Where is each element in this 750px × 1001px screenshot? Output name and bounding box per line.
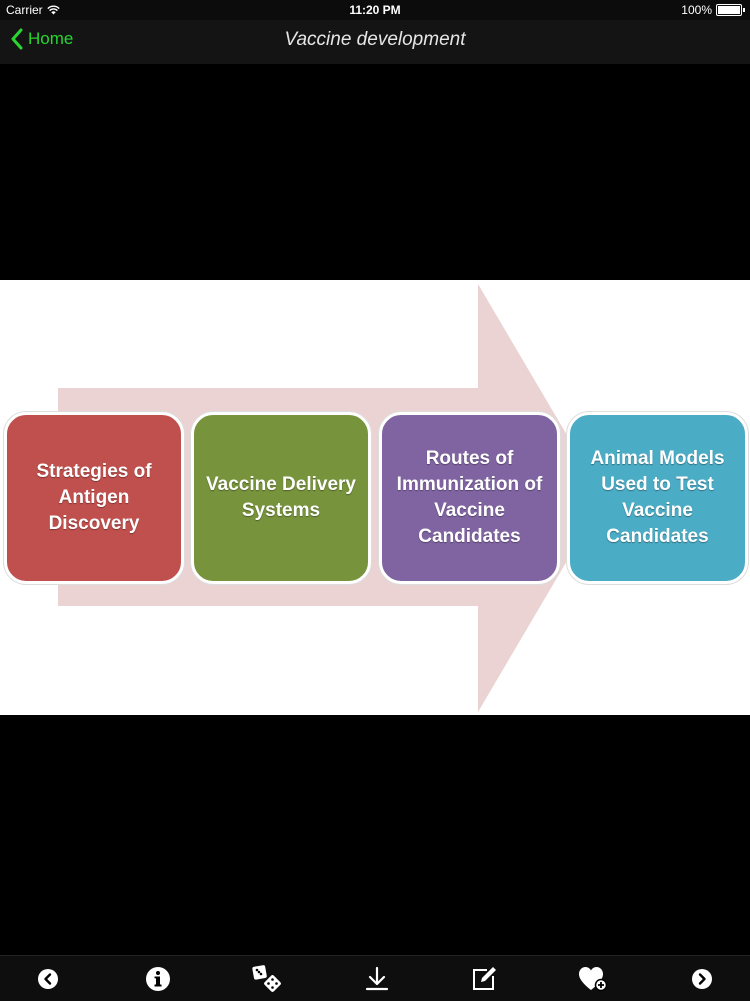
random-button[interactable]: [252, 964, 282, 994]
status-time: 11:20 PM: [349, 3, 401, 17]
carrier-indicator: Carrier: [6, 3, 60, 17]
next-button[interactable]: [687, 964, 717, 994]
home-back-label: Home: [28, 29, 74, 48]
dice-icon: [252, 965, 281, 992]
step-delivery-systems: Vaccine Delivery Systems: [191, 412, 371, 584]
favorite-icon: [579, 967, 608, 992]
carrier-label: Carrier: [6, 3, 43, 17]
favorite-button[interactable]: [578, 964, 608, 994]
battery-icon: [716, 4, 745, 16]
info-button[interactable]: [143, 964, 173, 994]
step-antigen-discovery: Strategies of Antigen Discovery: [4, 412, 184, 584]
previous-icon: [38, 969, 58, 989]
bottom-toolbar: [0, 955, 750, 1001]
step-routes-of-immunization: Routes of Immunization of Vaccine Candid…: [379, 412, 560, 584]
navigation-bar: Home Vaccine development: [0, 20, 750, 64]
previous-button[interactable]: [33, 964, 63, 994]
battery-indicator: 100%: [681, 3, 745, 17]
step-animal-models: Animal Models Used to Test Vaccine Candi…: [567, 412, 748, 584]
next-icon: [692, 969, 712, 989]
wifi-icon: [46, 5, 60, 15]
chevron-left-icon: [11, 28, 23, 50]
step-label: Animal Models Used to Test Vaccine Candi…: [590, 448, 725, 547]
step-label: Vaccine Delivery Systems: [206, 474, 356, 521]
info-icon: [146, 967, 170, 991]
battery-percent: 100%: [681, 3, 712, 17]
status-bar: Carrier 11:20 PM 100%: [0, 0, 750, 20]
step-label: Strategies of Antigen Discovery: [36, 461, 152, 534]
page-title: Vaccine development: [284, 29, 466, 50]
home-back-button[interactable]: Home: [10, 28, 73, 50]
edit-icon: [473, 967, 496, 990]
download-button[interactable]: [362, 964, 392, 994]
vaccine-development-diagram: Strategies of Antigen Discovery Vaccine …: [0, 280, 750, 715]
step-label: Routes of Immunization of Vaccine Candid…: [396, 448, 543, 547]
edit-button[interactable]: [469, 964, 499, 994]
download-icon: [365, 966, 389, 991]
